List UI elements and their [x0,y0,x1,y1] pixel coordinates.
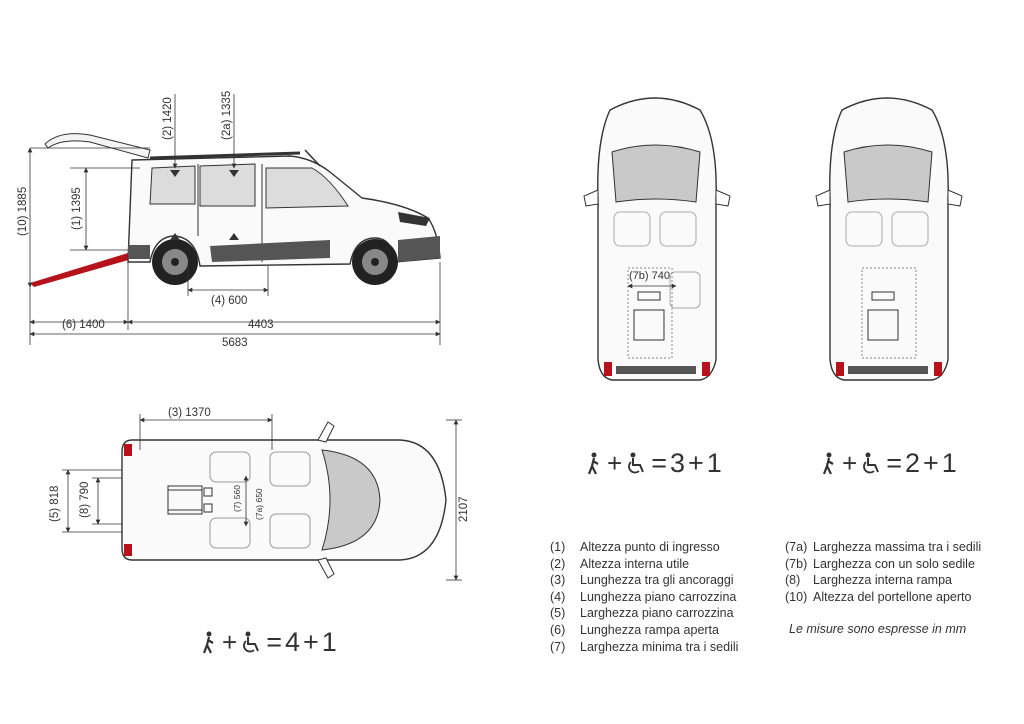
legend-item: (7)Larghezza minima tra i sedili [550,639,739,654]
dim-2: (2) 1420 [162,97,174,140]
legend-right: (7a)Larghezza massima tra i sedili (7b)L… [785,539,981,605]
equals-sign: = [651,448,667,478]
dim-6: (6) 1400 [62,319,105,331]
legend-item: (1)Altezza punto di ingresso [550,540,720,554]
dim-1: (1) 1395 [71,187,83,230]
dim-length: 4403 [248,319,274,331]
formula-right-value: 1 [321,627,337,657]
equals-sign: = [266,627,282,657]
capacity-formula-4-plus-1: + = 4 + 1 [200,627,337,658]
person-walking-icon [822,452,834,474]
formula-right-value: 1 [706,448,722,478]
legend-item: (5)Larghezza piano carrozzina [550,606,734,621]
windshield-top [321,449,381,551]
overhead-view-2-plus-1 [815,97,963,381]
capacity-formula-2-plus-1: + = 2 + 1 [820,448,957,479]
legend-item: (10)Altezza del portellone aperto [785,589,972,604]
plus-sign: + [842,448,858,478]
dim-7b: (7b) 740 [629,270,670,282]
dim-width: 2107 [458,496,470,522]
wheelchair-2 [867,291,899,341]
plus-sign: + [607,448,623,478]
legend-item: (3)Lunghezza tra gli ancoraggi [550,573,734,588]
van-top-body [121,439,447,561]
overhead-view-3-plus-1: (7b) 740 [583,97,731,381]
dim-5: (5) 818 [49,486,61,522]
person-walking-icon [202,631,214,653]
wheelchair-icon [628,452,645,473]
formula-left-value: 2 [904,448,920,478]
wheelchair-icon [243,631,260,652]
legend-item: (8)Larghezza interna rampa [785,573,952,588]
dim-4: (4) 600 [211,295,247,307]
side-window [199,163,256,207]
formula-left-value: 4 [284,627,300,657]
dim-total: 5683 [222,337,248,349]
open-tailgate [44,133,151,159]
plus-sign: + [222,627,238,657]
capacity-formula-3-plus-1: + = 3 + 1 [585,448,722,479]
legend-item: (7b)Larghezza con un solo sedile [785,556,975,571]
wheelchair-1 [633,291,665,341]
legend-item: (7a)Larghezza massima tra i sedili [785,540,982,554]
front-wheel [352,239,398,285]
dim-7: (7) 560 [232,485,242,512]
front-door-window [265,167,349,209]
rear-window [149,165,196,205]
legend-item: (4)Lunghezza piano carrozzina [550,589,737,604]
plus-sign: + [303,627,319,657]
dim-10: (10) 1885 [17,187,29,236]
units-note: Le misure sono espresse in mm [789,622,967,636]
ramp [30,253,132,287]
windshield-1 [611,144,701,203]
legend-left: (1)Altezza punto di ingresso (2)Altezza … [550,539,738,655]
rear-wheel [152,239,198,285]
plus-sign: + [688,448,704,478]
windshield-2 [843,144,933,203]
wheelchair-top [167,485,213,515]
dim-3: (3) 1370 [168,407,211,419]
side-view: (10) 1885 (1) 1395 (2) 1420 (2a) 1335 (4… [17,91,441,349]
wheelchair-icon [863,452,880,473]
person-walking-icon [587,452,599,474]
dim-2a: (2a) 1335 [221,91,233,140]
dim-8: (8) 790 [79,482,91,518]
dim-7a: (7a) 650 [254,488,264,520]
equals-sign: = [886,448,902,478]
top-view: (3) 1370 (5) 818 (8) 790 (7) 560 (7a) 65… [49,407,470,581]
formula-right-value: 1 [941,448,957,478]
legend-item: (6)Lunghezza rampa aperta [550,622,719,637]
formula-left-value: 3 [669,448,685,478]
legend-item: (2)Altezza interna utile [550,556,690,571]
plus-sign: + [923,448,939,478]
